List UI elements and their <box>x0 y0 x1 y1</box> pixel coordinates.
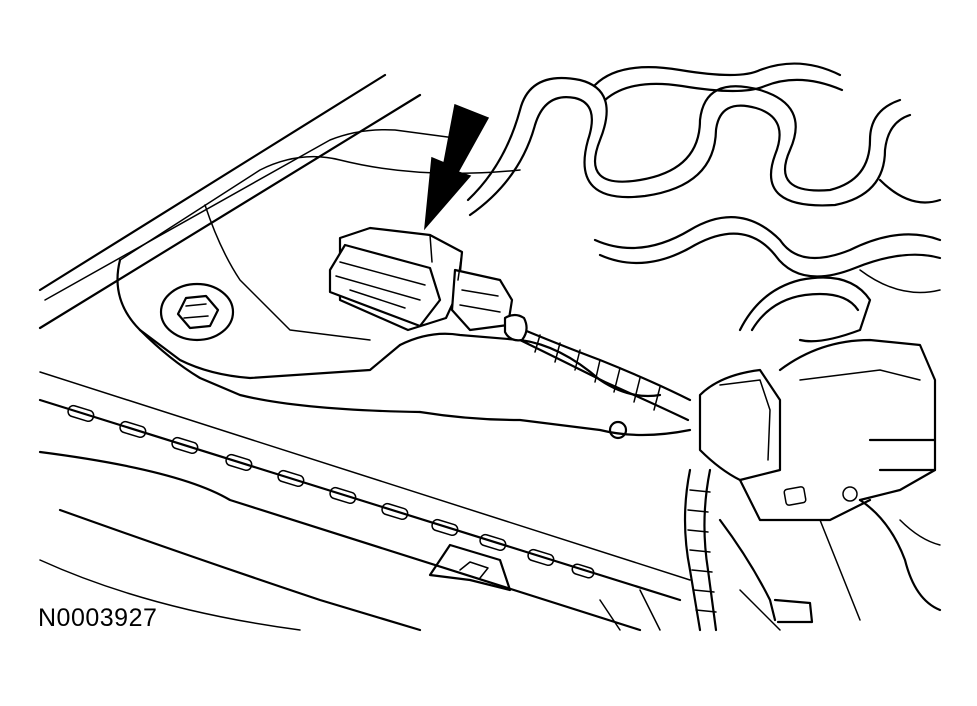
seat-spring-lower-loop <box>593 216 942 260</box>
seat-spring-top-loop <box>593 62 842 87</box>
arrow-icon <box>424 103 490 231</box>
rail-clip-detail <box>459 561 489 579</box>
rail-upper-edge <box>38 398 682 602</box>
rail-end <box>599 589 661 631</box>
seat-spring-wire-outer <box>466 76 902 202</box>
seat-bracket-outline <box>116 258 402 380</box>
wire-harness <box>510 323 718 632</box>
rail-slots <box>67 404 595 579</box>
floor-edge <box>39 559 301 631</box>
seat-side-shield <box>698 276 942 631</box>
frame-hole <box>608 420 628 440</box>
rail-bottom-edge <box>58 508 422 632</box>
seat-bracket-lower <box>138 328 422 414</box>
rail-lower-edge <box>38 450 642 632</box>
bolt-icon <box>159 282 235 342</box>
seat-spring-wire-inner <box>468 96 912 217</box>
electrical-connector <box>328 226 528 342</box>
rail-inner-edge <box>39 371 691 581</box>
seat-spring-lower-loop-inner <box>598 232 942 278</box>
rail-clip <box>428 543 512 592</box>
panel-edge-upper-inner <box>38 93 422 330</box>
seat-spring-top-loop-inner <box>603 78 844 102</box>
panel-edge-upper <box>38 73 387 292</box>
seat-frame-tube-upper <box>398 332 662 398</box>
panel-fold-line <box>119 155 521 261</box>
cushion-edge <box>878 178 942 204</box>
panel-edge-mid <box>44 128 471 301</box>
seat-frame-tube-lower <box>418 410 692 437</box>
seat-bracket-inner <box>204 204 371 341</box>
cushion-edge-lower <box>859 269 941 294</box>
figure-code: N0003927 <box>38 604 158 632</box>
